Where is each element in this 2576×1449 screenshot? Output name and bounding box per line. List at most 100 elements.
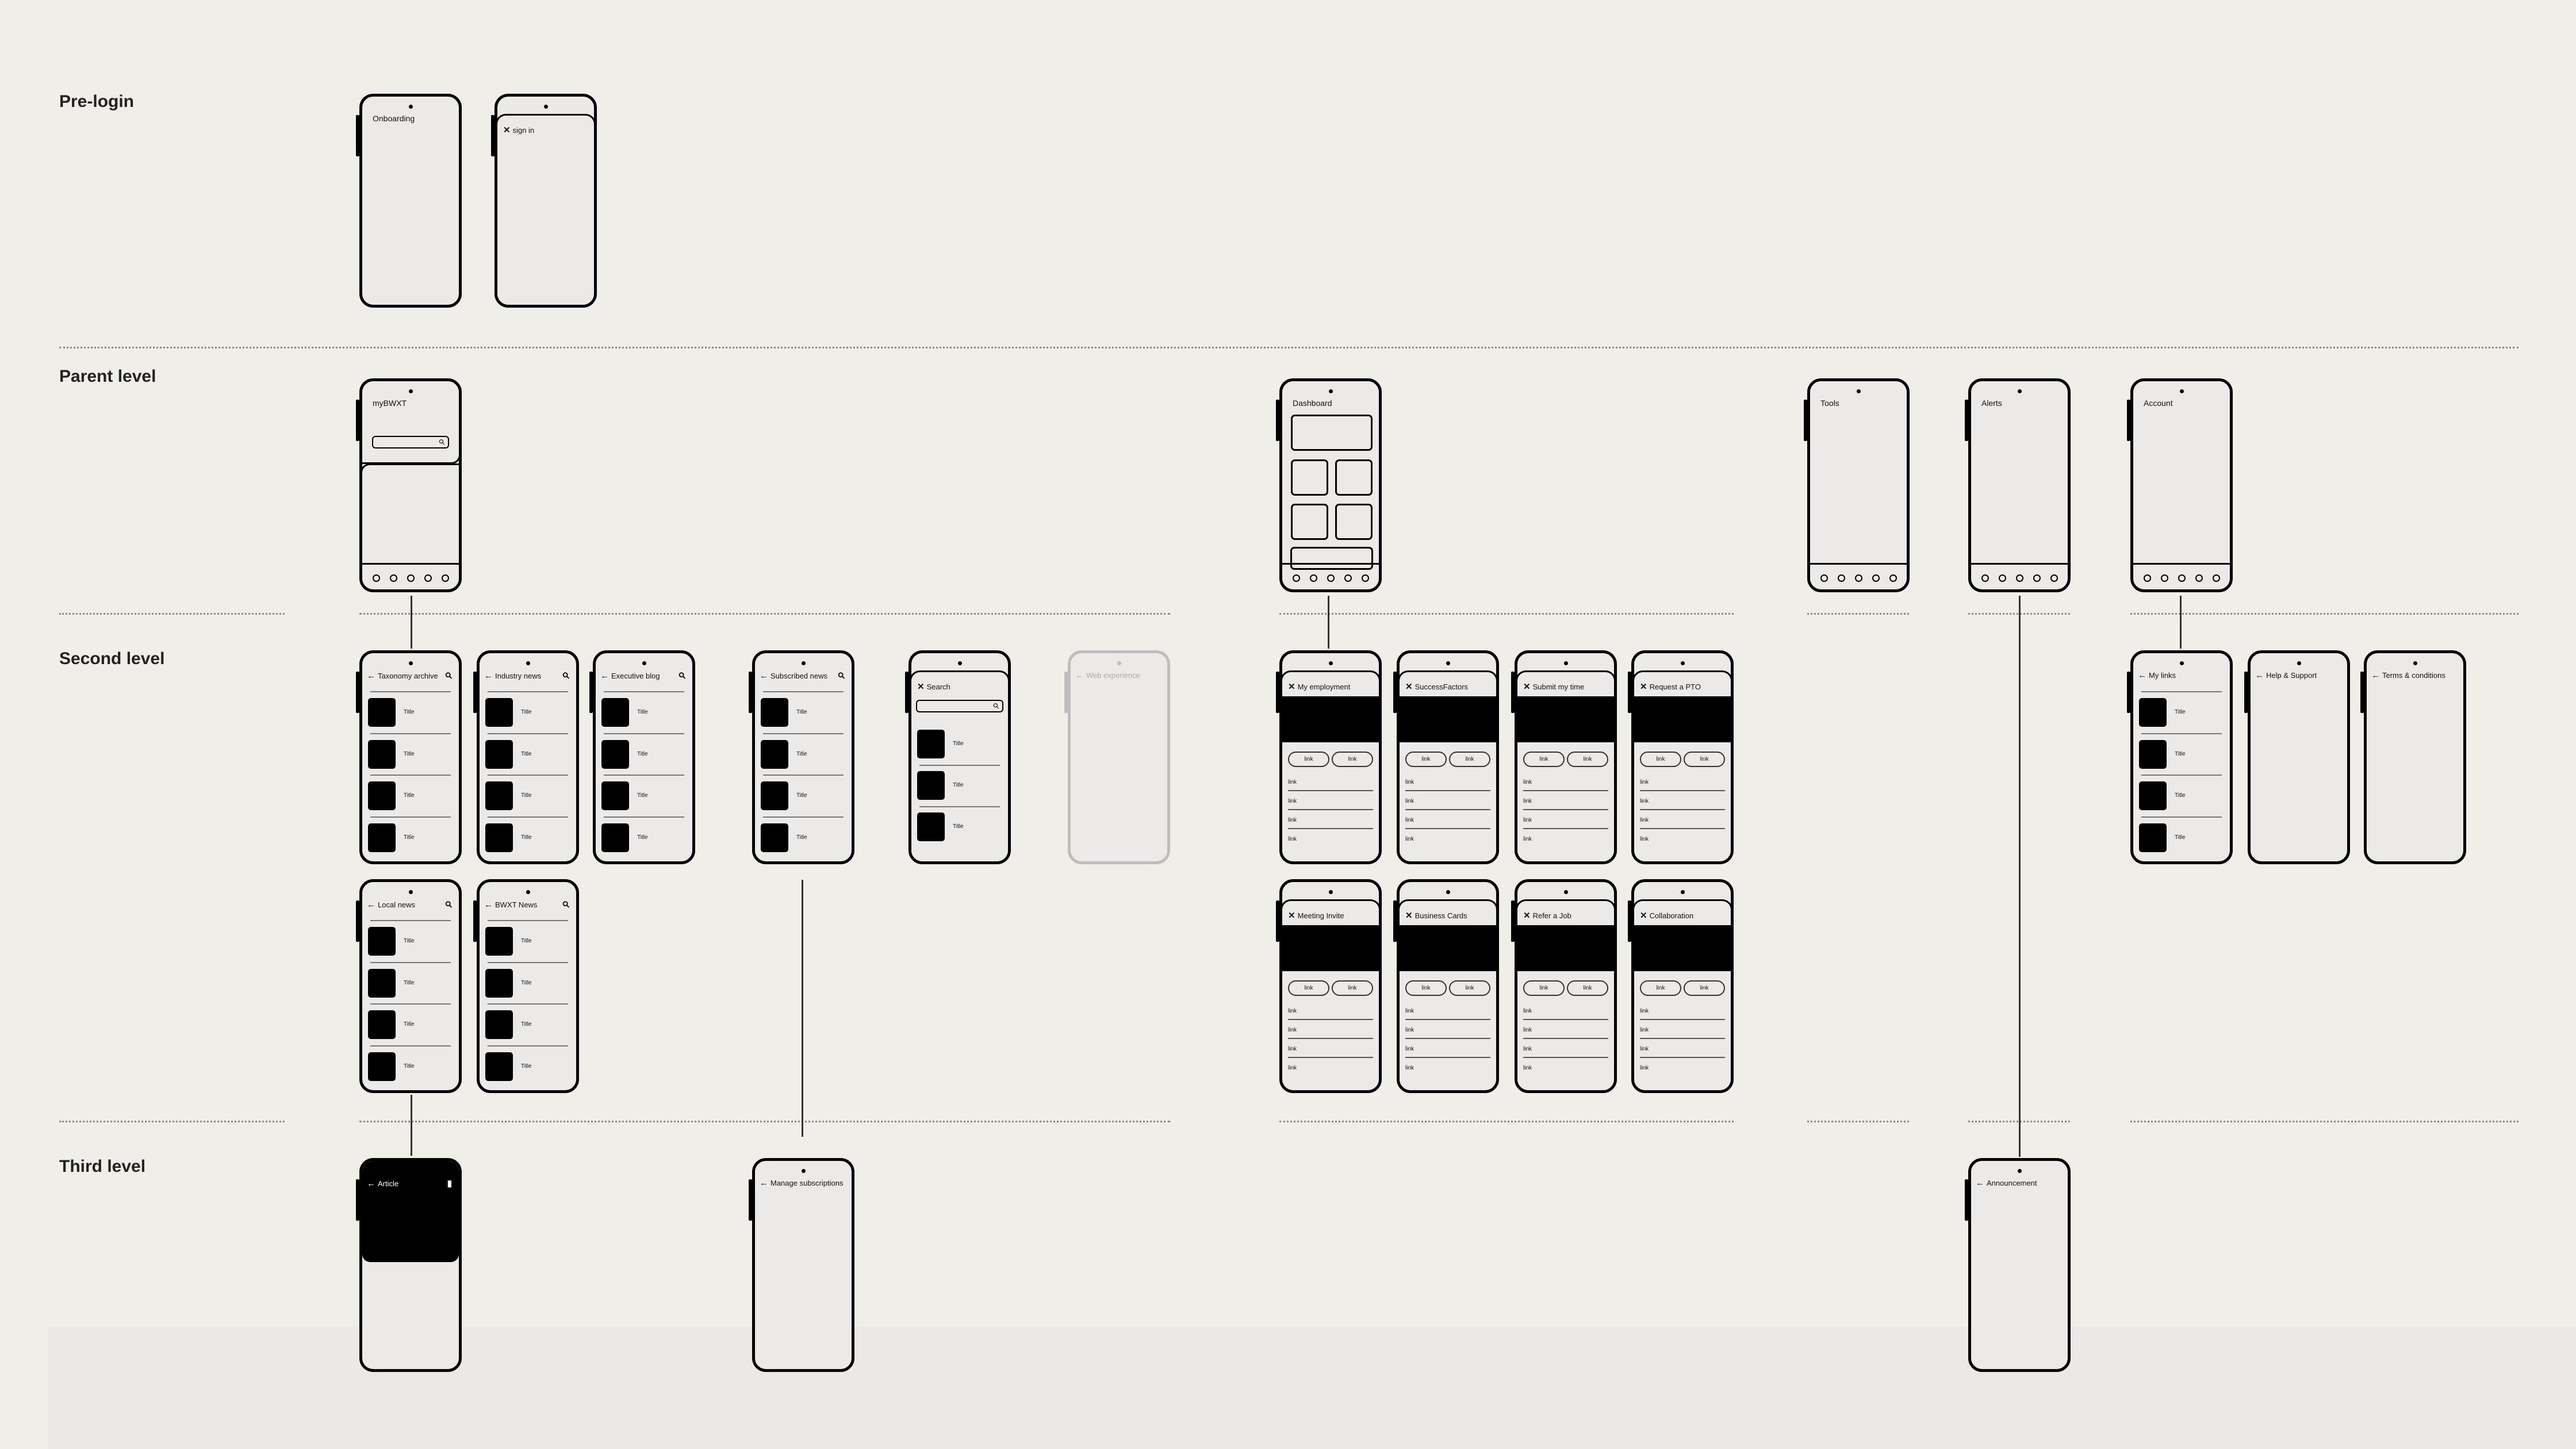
list-thumbnail	[2139, 823, 2167, 852]
screen-article[interactable]: ←Article▮	[356, 1158, 462, 1372]
link-divider	[1523, 809, 1608, 810]
back-arrow-icon: ←	[600, 670, 609, 681]
screen-content: ✕sign in	[497, 97, 594, 305]
hero-image	[1282, 696, 1379, 742]
camera-dot	[1446, 661, 1450, 665]
link-divider	[1523, 790, 1608, 791]
screen-header: ←My links	[2138, 670, 2225, 680]
screen-sign-in[interactable]: ✕sign in	[491, 94, 597, 308]
side-button	[2244, 672, 2248, 713]
camera-dot	[802, 661, 806, 665]
camera-dot	[1564, 661, 1568, 665]
screen-header: ✕Business Cards	[1405, 910, 1492, 921]
link-item: link	[1640, 1046, 1649, 1052]
camera-dot	[526, 661, 530, 665]
screen-onboarding[interactable]: Onboarding	[356, 94, 462, 308]
camera-dot	[1564, 890, 1568, 894]
screen-mybwxt[interactable]: myBWXT ⚲	[356, 378, 462, 592]
screen-title: Account	[2144, 398, 2173, 408]
list-divider	[370, 691, 451, 692]
bottom-nav-bar	[1282, 563, 1379, 589]
link-item: link	[1523, 1008, 1532, 1014]
search-icon: ⚲	[676, 670, 688, 682]
level-label-third: Third level	[59, 1157, 146, 1176]
camera-dot	[409, 389, 413, 393]
camera-dot	[2180, 661, 2184, 665]
screen-help-support[interactable]: ←Help & Support	[2244, 650, 2350, 864]
side-button	[1393, 900, 1397, 942]
screen-header: ←Subscribed news⚲	[760, 670, 848, 681]
screen-alerts[interactable]: Alerts	[1965, 378, 2071, 592]
camera-dot	[2180, 389, 2184, 393]
side-button	[356, 400, 359, 441]
screen-title: Refer a Job	[1532, 911, 1571, 920]
screen-title: myBWXT	[373, 398, 407, 408]
search-field[interactable]: ⚲	[372, 436, 449, 448]
side-button	[473, 900, 477, 942]
screen-dashboard[interactable]: Dashboard	[1276, 378, 1382, 592]
list-thumbnail	[2139, 781, 2167, 810]
screen-content: Alerts	[1971, 381, 2068, 589]
link-item: link	[1288, 1027, 1297, 1033]
link-pill: link	[1405, 980, 1447, 996]
list-thumbnail	[485, 823, 513, 852]
nav-tab-icon	[1310, 574, 1317, 582]
side-button	[1804, 400, 1807, 441]
list-divider	[763, 691, 844, 692]
search-field[interactable]: ⚲	[916, 700, 1003, 712]
screen-terms-conditions[interactable]: ←Terms & conditions	[2360, 650, 2466, 864]
link-divider	[1640, 790, 1725, 791]
link-divider	[1640, 1019, 1725, 1020]
screen-announcement[interactable]: ←Announcement	[1965, 1158, 2071, 1372]
link-divider	[1288, 1038, 1373, 1039]
list-item-title: Title	[404, 751, 415, 757]
screen-title: Tools	[1820, 398, 1839, 408]
nav-tab-icon	[1362, 574, 1369, 582]
screen-header: ✕Collaboration	[1640, 910, 1726, 921]
link-divider	[1640, 1057, 1725, 1058]
link-pill: link	[1288, 980, 1329, 996]
list-divider	[919, 806, 1000, 807]
camera-dot	[1446, 890, 1450, 894]
screen-title: Help & Support	[2266, 671, 2317, 680]
nav-tab-icon	[2178, 574, 2186, 582]
list-item-title: Title	[2175, 709, 2186, 715]
bottom-nav-bar	[2133, 563, 2230, 589]
list-thumbnail	[368, 1010, 396, 1039]
link-divider	[1640, 809, 1725, 810]
side-button	[356, 900, 359, 942]
screen-account[interactable]: Account	[2127, 378, 2233, 592]
nav-tab-icon	[1327, 574, 1335, 582]
screen-tools[interactable]: Tools	[1804, 378, 1910, 592]
link-divider	[1405, 790, 1490, 791]
camera-dot	[526, 890, 530, 894]
side-button	[2360, 672, 2364, 713]
screen-header: ←Manage subscriptions	[760, 1178, 847, 1188]
screen-title: Subscribed news	[770, 671, 827, 680]
screen-web-experience[interactable]: ←Web experience	[1064, 650, 1170, 864]
link-divider	[1405, 1057, 1490, 1058]
screen-manage-subscriptions[interactable]: ←Manage subscriptions	[749, 1158, 854, 1372]
link-divider	[1288, 790, 1373, 791]
